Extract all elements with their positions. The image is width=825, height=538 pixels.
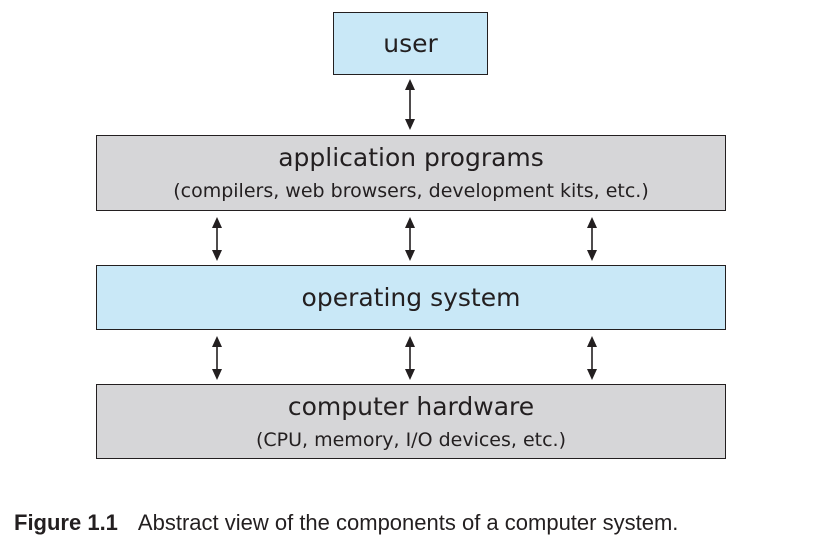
arrow-user-apps [405,79,415,130]
operating-system-box: operating system [96,265,726,330]
figure-caption: Figure 1.1 Abstract view of the component… [14,509,678,537]
application-programs-label: application programs [278,143,544,172]
arrow-os-hw-left [212,336,222,380]
figure-number: Figure 1.1 [14,510,118,535]
arrow-apps-os-center [405,217,415,261]
arrow-os-hw-center [405,336,415,380]
user-label: user [383,28,438,58]
computer-hardware-box: computer hardware (CPU, memory, I/O devi… [96,384,726,459]
arrow-os-hw-right [587,336,597,380]
arrow-apps-os-right [587,217,597,261]
figure-caption-text: Abstract view of the components of a com… [137,510,679,535]
arrow-apps-os-left [212,217,222,261]
user-box: user [333,12,488,75]
computer-hardware-label: computer hardware [287,391,535,421]
operating-system-label: operating system [301,282,521,312]
application-programs-box: application programs (compilers, web bro… [96,135,726,211]
application-programs-sublabel: (compilers, web browsers, development ki… [173,180,649,202]
computer-hardware-sublabel: (CPU, memory, I/O devices, etc.) [255,428,566,451]
